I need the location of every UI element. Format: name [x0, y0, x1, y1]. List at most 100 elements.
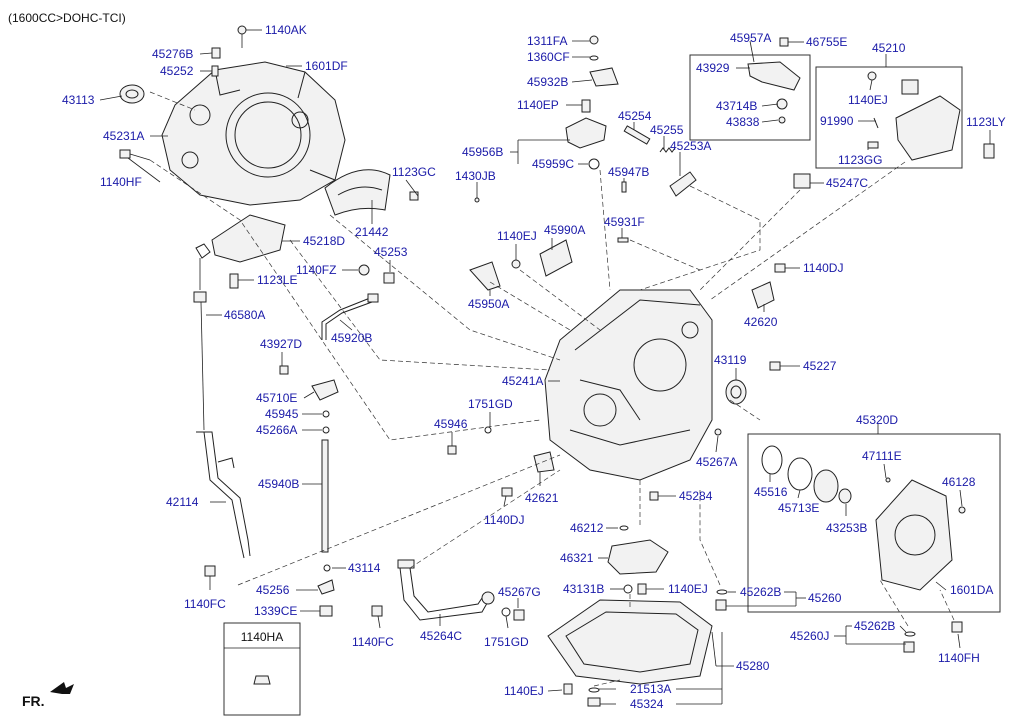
callout-45210: 45210	[872, 41, 906, 55]
callout-45957A: 45957A	[730, 31, 771, 45]
callout-45931F: 45931F	[604, 215, 645, 229]
bolt-1140FC-left	[204, 565, 216, 577]
callout-43131B: 43131B	[563, 582, 604, 596]
callout-1601DF: 1601DF	[305, 59, 348, 73]
filter-46321	[607, 539, 669, 575]
pin-45947B	[621, 181, 627, 193]
callout-1140DJ-b: 1140DJ	[484, 513, 524, 527]
callout-45231A: 45231A	[103, 129, 144, 143]
callout-45253: 45253	[374, 245, 408, 259]
speed-sensor-42620	[751, 281, 775, 309]
callout-45218D: 45218D	[303, 234, 345, 248]
legend-box-1140HA: 1140HA	[223, 622, 301, 716]
pin-1430JB	[474, 197, 480, 203]
callout-45320D: 45320D	[856, 413, 898, 427]
callout-1140EP: 1140EP	[517, 98, 559, 112]
callout-45990A: 45990A	[544, 223, 585, 237]
washer-21513A	[588, 687, 600, 693]
cover-21442	[324, 169, 391, 216]
callout-1140DJ-a: 1140DJ	[803, 261, 843, 275]
bracket-45247C	[793, 173, 811, 189]
callout-45241A: 45241A	[502, 374, 543, 388]
bolt-46755E	[779, 37, 789, 47]
callout-43929: 43929	[696, 61, 730, 75]
oil-pan-45280	[547, 599, 713, 685]
callout-1601DA: 1601DA	[950, 583, 993, 597]
bolt-1140AK	[237, 25, 247, 48]
callout-43927D: 43927D	[260, 337, 302, 351]
dipstick-46580A	[193, 243, 211, 431]
callout-45247C: 45247C	[826, 176, 868, 190]
callout-45324: 45324	[630, 697, 664, 711]
callout-1140FC-bottom: 1140FC	[352, 635, 394, 649]
callout-45267G: 45267G	[498, 585, 541, 599]
callout-47111E: 47111E	[862, 449, 902, 463]
callout-1123GG: 1123GG	[838, 153, 882, 167]
callout-46212: 46212	[570, 521, 604, 535]
bolt-1140FZ	[358, 264, 370, 276]
oring-1751GD-b	[501, 607, 511, 617]
bolt-1140DJ-b	[501, 487, 513, 497]
group-box-43929	[689, 54, 811, 141]
callout-1123LE: 1123LE	[257, 273, 297, 287]
callout-91990: 91990	[820, 114, 854, 128]
ring-43131B	[623, 584, 633, 594]
callout-labels: 1140AK 45276B 45252 1601DF 43113 45231A …	[62, 23, 1006, 711]
callout-45255: 45255	[650, 123, 684, 137]
legend-box-title: 1140HA	[241, 630, 283, 644]
callout-45227: 45227	[803, 359, 837, 373]
callout-43119: 43119	[714, 353, 747, 367]
bushing-1339CE	[319, 605, 333, 617]
bolt-1140EP	[581, 99, 591, 113]
callout-45956B: 45956B	[462, 145, 503, 159]
bolt-1140EJ-c	[637, 583, 647, 595]
callout-45947B: 45947B	[608, 165, 649, 179]
plug-45260	[715, 599, 727, 611]
callout-45710E: 45710E	[256, 391, 297, 405]
washer-45945	[322, 410, 330, 418]
callout-45253A: 45253A	[670, 139, 711, 153]
callout-1140FH: 1140FH	[938, 651, 980, 665]
callout-1140HF: 1140HF	[100, 175, 142, 189]
washer-45262B-b	[904, 631, 916, 637]
nut-1311FA	[589, 35, 599, 45]
callout-45280: 45280	[736, 659, 770, 673]
bracket-45256	[317, 579, 335, 595]
callout-45940B: 45940B	[258, 477, 299, 491]
bracket-45950A	[469, 261, 501, 291]
washer-1360CF	[589, 55, 599, 61]
callout-45932B: 45932B	[527, 75, 568, 89]
shaft-45254	[623, 125, 651, 145]
oring-1751GD-a	[484, 426, 492, 434]
callout-21442: 21442	[355, 225, 389, 239]
oil-level-tube-42114	[196, 431, 251, 559]
callout-45262B-b: 45262B	[854, 619, 895, 633]
callout-45950A: 45950A	[468, 297, 509, 311]
bolt-1140HF	[119, 149, 151, 161]
callout-45266A: 45266A	[256, 423, 297, 437]
ring-43114	[323, 564, 331, 572]
plug-45260J	[903, 641, 915, 653]
callout-45945: 45945	[265, 407, 299, 421]
callout-45284: 45284	[679, 489, 713, 503]
plug-45946	[447, 445, 457, 455]
callout-1751GD-a: 1751GD	[468, 397, 513, 411]
oil-seal-43113	[119, 84, 145, 104]
bolt-43927D	[279, 365, 289, 375]
pin-45276B	[211, 47, 221, 59]
plug-45267A	[714, 428, 722, 436]
bolt-1123GC	[409, 191, 419, 201]
shaft-45940B	[321, 439, 329, 553]
speed-sensor-42621	[533, 451, 555, 473]
leader-lines	[99, 29, 991, 705]
hose-45920B	[321, 293, 379, 340]
bolt-1140FC-bottom	[371, 605, 383, 617]
callout-1751GD-b: 1751GD	[484, 635, 529, 649]
callout-45946: 45946	[434, 417, 468, 431]
bolt-1123LE	[229, 273, 239, 289]
transmission-case	[544, 289, 713, 481]
bolt-1123LY	[983, 143, 995, 159]
callout-45713E: 45713E	[778, 501, 819, 515]
callout-43838: 43838	[726, 115, 760, 129]
callout-46755E: 46755E	[806, 35, 847, 49]
